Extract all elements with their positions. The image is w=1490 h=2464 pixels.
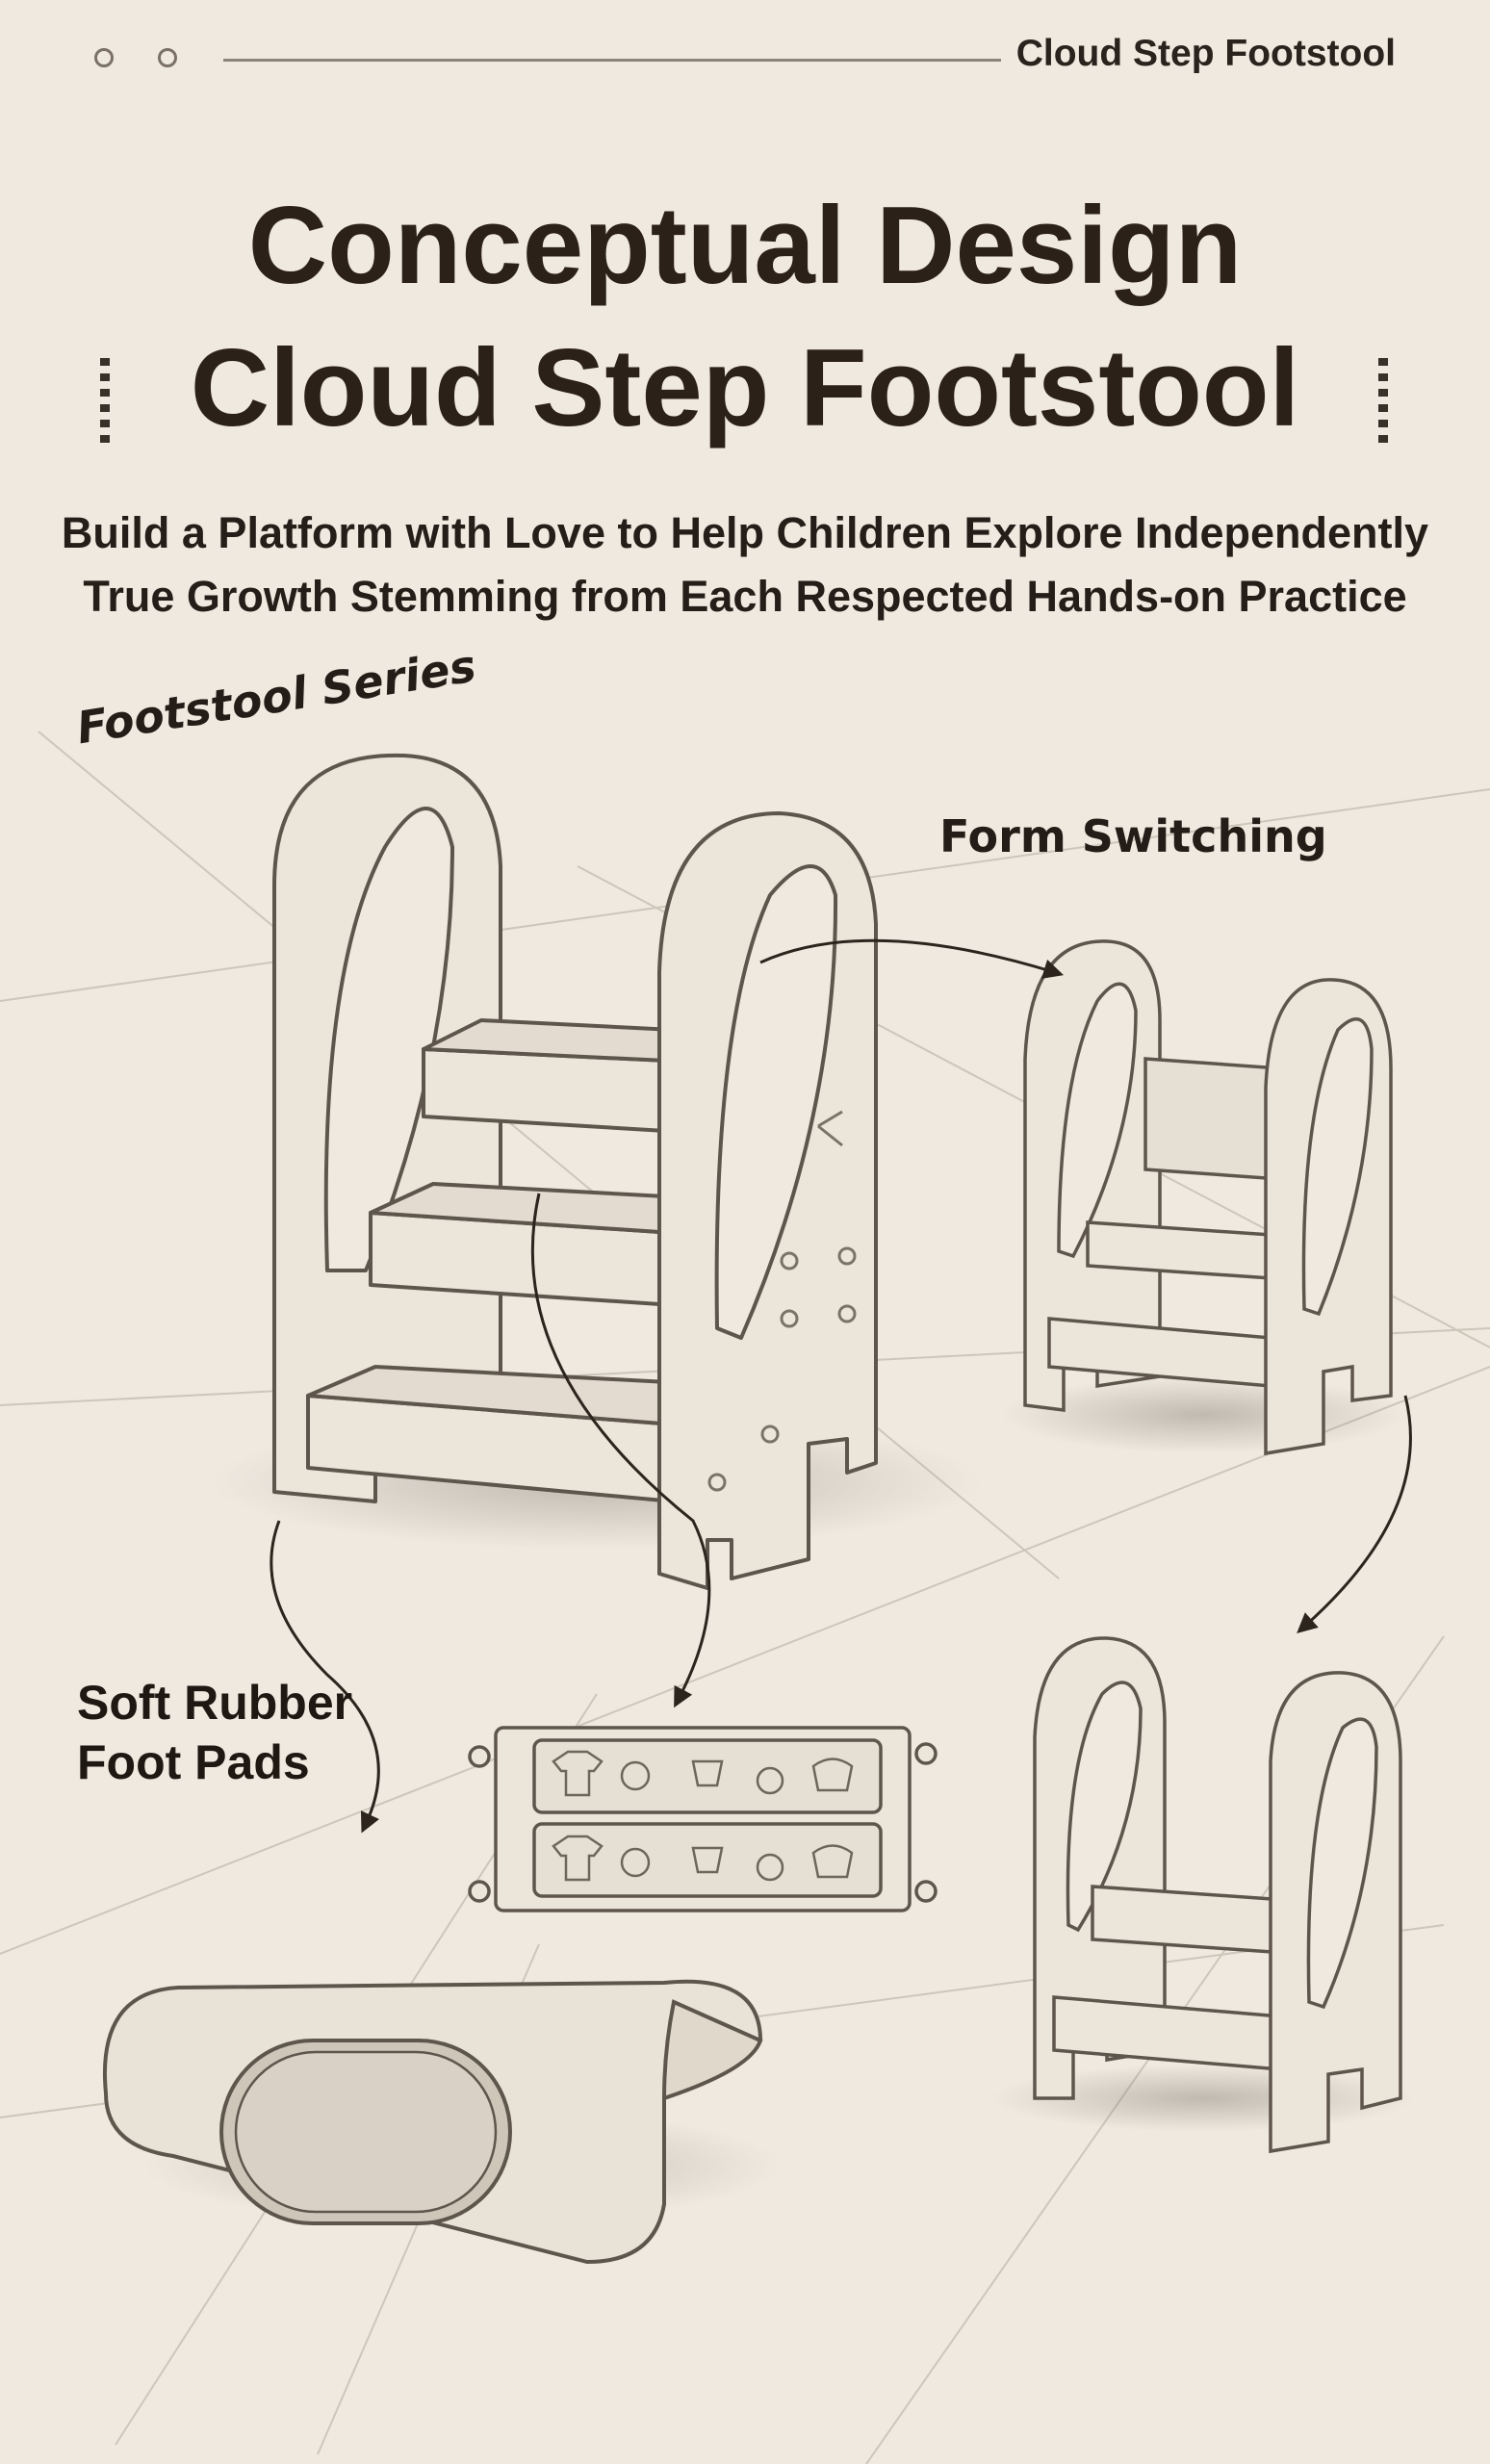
brand-name: Cloud Step Footstool — [1015, 33, 1396, 74]
dash-ornament-left — [100, 358, 110, 445]
label-foot-pads: Soft Rubber Foot Pads — [77, 1673, 352, 1792]
subtitle-line2: True Growth Stemming from Each Respected… — [83, 572, 1407, 621]
page-title-line1: Conceptual Design — [247, 185, 1243, 307]
circle-icon — [158, 48, 177, 67]
ladder-footstool-sketch — [991, 1636, 1415, 2154]
form-switching-footstool-sketch — [1001, 939, 1405, 1456]
foot-pad-closeup-sketch — [103, 1979, 780, 2265]
annotation-arrows — [270, 938, 1412, 1834]
label-foot-pads-line1: Soft Rubber — [77, 1676, 353, 1730]
label-form-switching: Form Switching — [939, 810, 1327, 862]
main-footstool-sketch — [212, 753, 982, 1590]
circle-icon — [94, 48, 114, 67]
top-bar: Cloud Step Footstool — [0, 0, 1490, 125]
tread-pattern-board-sketch — [468, 1726, 938, 1912]
dash-ornament-right — [1378, 358, 1388, 445]
label-foot-pads-line2: Foot Pads — [77, 1735, 310, 1789]
page-title-line2: Cloud Step Footstool — [190, 327, 1300, 449]
subtitle-line1: Build a Platform with Love to Help Child… — [61, 508, 1429, 557]
divider-line — [223, 59, 1001, 62]
